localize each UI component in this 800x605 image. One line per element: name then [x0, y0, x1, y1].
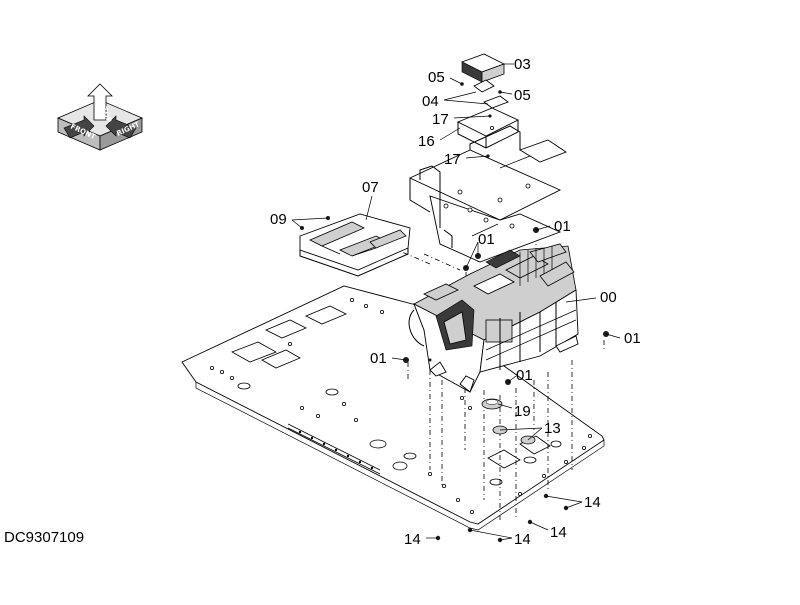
part-label-14-mid: 14 — [550, 524, 567, 541]
part-label-14-right: 14 — [584, 494, 601, 511]
part-label-07: 07 — [362, 179, 379, 196]
part-label-01-right: 01 — [624, 330, 641, 347]
part-label-16: 16 — [418, 133, 435, 150]
part-label-09: 09 — [270, 211, 287, 228]
part-label-01-left: 01 — [370, 350, 387, 367]
part-label-05-left: 05 — [428, 69, 445, 86]
hvac-unit — [408, 243, 579, 393]
part-label-19: 19 — [514, 403, 531, 420]
part-label-01-bottom: 01 — [516, 367, 533, 384]
alignment-lines — [401, 236, 605, 520]
part-label-13: 13 — [544, 420, 561, 437]
part-label-04: 04 — [422, 93, 439, 110]
air-duct — [299, 213, 411, 277]
part-label-17-upper: 17 — [432, 111, 449, 128]
part-label-14-left: 14 — [404, 531, 421, 548]
mounting-bracket-assembly — [408, 53, 567, 263]
part-label-05-right: 05 — [514, 87, 531, 104]
orientation-indicator-icon: TOP FRONT RIGHT — [56, 83, 144, 151]
part-labels: 03 05 05 04 17 16 17 07 09 01 01 00 01 0… — [270, 56, 641, 548]
part-label-03: 03 — [514, 56, 531, 73]
leader-lines — [291, 63, 621, 541]
part-label-00: 00 — [600, 289, 617, 306]
part-label-01-top-center: 01 — [478, 231, 495, 248]
part-label-01-top-right: 01 — [554, 218, 571, 235]
part-label-17-lower: 17 — [444, 151, 461, 168]
floor-plate — [181, 285, 605, 531]
part-label-14-bottom: 14 — [514, 531, 531, 548]
drawing-code: DC9307109 — [4, 529, 84, 546]
screws-14 — [435, 493, 569, 543]
